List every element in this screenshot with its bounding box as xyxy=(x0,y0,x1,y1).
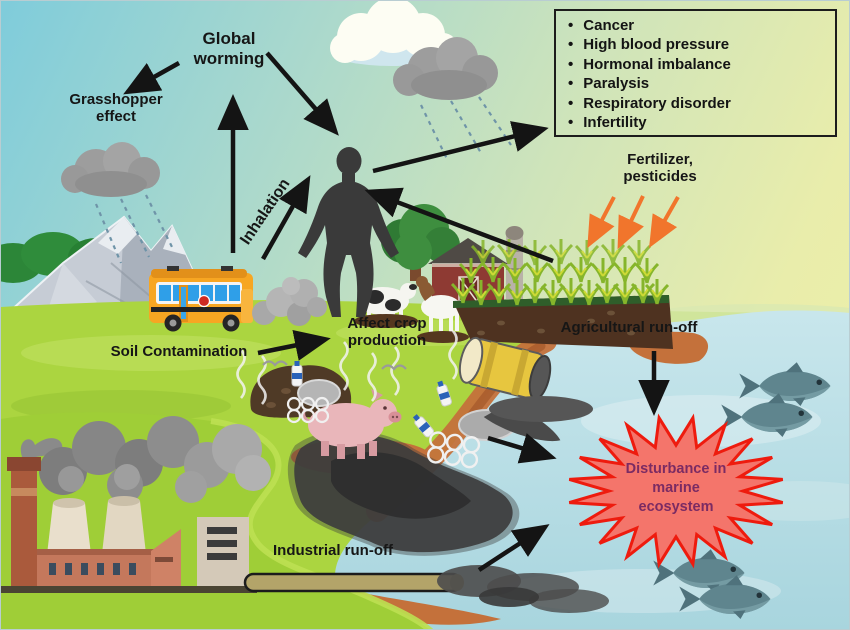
arrow-fertilizer-3 xyxy=(649,196,680,248)
health-effect-item: High blood pressure xyxy=(568,35,825,54)
health-effects-list: Cancer High blood pressure Hormonal imba… xyxy=(568,16,825,132)
industrial-sludge xyxy=(437,565,609,613)
global-warming-label: Global worming xyxy=(193,29,265,68)
arrow-industrial-to-marine xyxy=(477,524,550,572)
marine-starburst-shape xyxy=(568,413,784,569)
rain-mountains xyxy=(94,194,175,264)
marine-starburst xyxy=(568,413,784,569)
rain-cloud-top xyxy=(393,37,512,160)
bus-stop-sign xyxy=(197,294,211,308)
arrow-global-warming-to-human xyxy=(265,51,339,136)
waste-barrel xyxy=(458,336,561,442)
arrow-crops-to-human xyxy=(364,187,554,264)
barrel-spill xyxy=(489,396,593,422)
arrow-fertilizer-1 xyxy=(587,196,616,249)
health-effect-item: Infertility xyxy=(568,113,825,132)
plastic-bottle xyxy=(436,380,452,407)
plastic-litter xyxy=(286,361,481,469)
marine-disturbance-label: Disturbance in marine ecosystem xyxy=(625,461,727,516)
school-bus xyxy=(149,266,253,332)
fertilizer-pesticides-label: Fertilizer, pesticides xyxy=(623,151,697,186)
health-effect-item: Cancer xyxy=(568,16,825,35)
agricultural-runoff-label: Agricultural run-off xyxy=(560,319,698,336)
arrow-human-to-health-box xyxy=(372,121,549,174)
health-effect-item: Hormonal imbalance xyxy=(568,55,825,74)
bus-windows xyxy=(159,285,240,301)
arrow-trash-to-marine xyxy=(487,433,557,464)
discharge-pipe xyxy=(243,572,464,593)
factory xyxy=(1,416,271,593)
arrow-inhalation xyxy=(261,175,311,261)
plastic-bottle xyxy=(291,361,303,387)
crop-field xyxy=(450,237,673,349)
arrow-fertilizer-2 xyxy=(617,195,645,250)
bus-exhaust-smoke xyxy=(252,277,327,326)
six-pack-rings xyxy=(427,431,481,469)
health-effects-box: Cancer High blood pressure Hormonal imba… xyxy=(554,9,837,137)
rain-cloud-mountains xyxy=(61,142,175,264)
health-effect-item: Respiratory disorder xyxy=(568,94,825,113)
grasshopper-effect-label: Grasshopper effect xyxy=(69,91,163,126)
industrial-runoff-label: Industrial run-off xyxy=(273,542,393,559)
health-effect-item: Paralysis xyxy=(568,74,825,93)
fertilizer-arrows xyxy=(587,195,680,250)
factory-windows xyxy=(49,563,136,575)
shore-sludge xyxy=(287,430,520,556)
arrow-soil-to-crops xyxy=(257,329,331,361)
gull-icon xyxy=(262,360,407,371)
flow-arrows xyxy=(123,51,670,572)
affect-crop-production-label: Affect crop production xyxy=(347,315,427,350)
six-pack-rings xyxy=(286,396,330,424)
plastic-bottle xyxy=(412,414,435,438)
soil-contamination-label: Soil Contamination xyxy=(110,343,248,360)
arrow-global-warming-to-grasshopper xyxy=(123,61,181,95)
